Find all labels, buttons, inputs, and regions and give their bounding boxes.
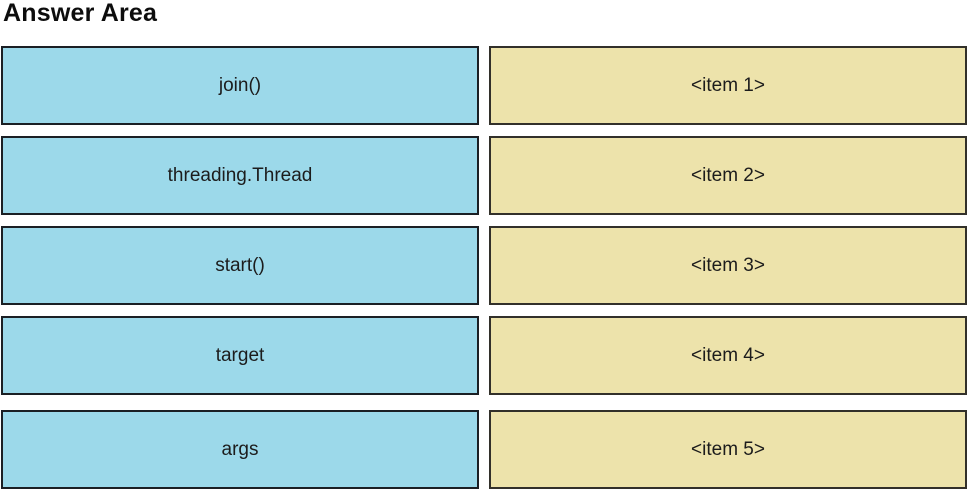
target-box-label: <item 5> — [691, 438, 765, 460]
source-box-label: target — [215, 344, 265, 366]
source-box-args[interactable]: args — [1, 410, 479, 489]
target-box-item-3[interactable]: <item 3> — [489, 226, 967, 305]
source-box-label: start() — [215, 254, 265, 276]
source-box-label: threading.Thread — [167, 164, 313, 186]
source-box-join[interactable]: join() — [1, 46, 479, 125]
source-box-threading-thread[interactable]: threading.Thread — [1, 136, 479, 215]
source-box-start[interactable]: start() — [1, 226, 479, 305]
target-box-item-1[interactable]: <item 1> — [489, 46, 967, 125]
match-row: start() <item 3> — [0, 226, 969, 305]
target-box-item-2[interactable]: <item 2> — [489, 136, 967, 215]
match-row: target <item 4> — [0, 316, 969, 395]
match-row: threading.Thread <item 2> — [0, 136, 969, 215]
match-rows: join() <item 1> threading.Thread <item 2… — [0, 46, 969, 489]
target-box-label: <item 4> — [691, 344, 765, 366]
source-box-target[interactable]: target — [1, 316, 479, 395]
source-box-label: join() — [218, 74, 262, 96]
target-box-item-5[interactable]: <item 5> — [489, 410, 967, 489]
target-box-item-4[interactable]: <item 4> — [489, 316, 967, 395]
page-title: Answer Area — [3, 0, 158, 27]
target-box-label: <item 3> — [691, 254, 765, 276]
match-row: args <item 5> — [0, 410, 969, 489]
target-box-label: <item 1> — [691, 74, 765, 96]
match-row: join() <item 1> — [0, 46, 969, 125]
target-box-label: <item 2> — [691, 164, 765, 186]
source-box-label: args — [221, 438, 259, 460]
